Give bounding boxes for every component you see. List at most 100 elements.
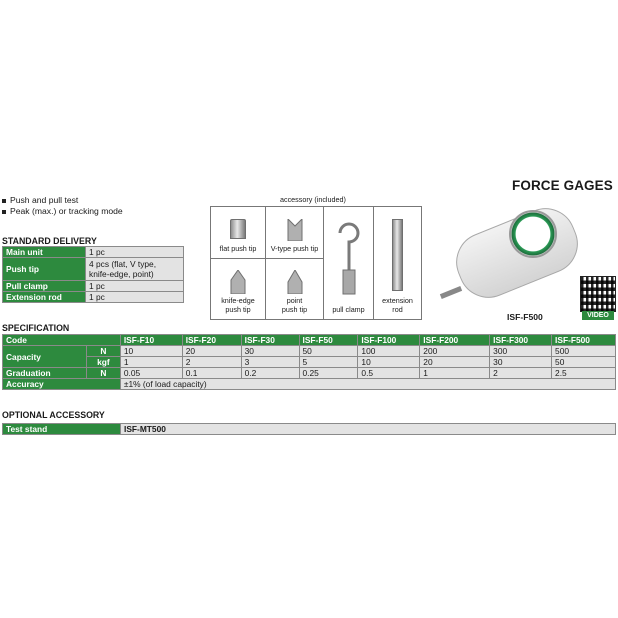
accessory-label: extension	[382, 296, 413, 306]
standard-delivery-title: STANDARD DELIVERY	[2, 236, 97, 246]
v-type-push-tip-icon	[287, 218, 302, 241]
accessory-label: push tip	[225, 304, 251, 314]
video-badge[interactable]: VIDEO	[582, 311, 614, 320]
accessory-name: Test stand	[2, 423, 121, 435]
graduation-value: 0.2	[240, 367, 300, 379]
accessory-label: V-type push tip	[270, 243, 319, 253]
pull-clamp-icon	[338, 222, 359, 295]
capacity-kgf-value: 50	[551, 356, 616, 368]
capacity-kgf-value: 5	[298, 356, 359, 368]
point-push-tip-icon	[287, 270, 302, 295]
capacity-n-value: 100	[357, 345, 421, 357]
graduation-value: 2.5	[551, 367, 616, 379]
accuracy-value: ±1% (of load capacity)	[119, 378, 617, 390]
model-header: ISF-F20	[181, 334, 242, 346]
accessory-label: rod	[392, 304, 403, 314]
accessory-knife-edge-push-tip: knife-edge push tip	[211, 259, 266, 319]
capacity-kgf-value: 20	[419, 356, 491, 368]
unit-label: N	[85, 345, 121, 357]
product-model: ISF-F500	[507, 312, 543, 322]
capacity-kgf-value: 2	[181, 356, 242, 368]
model-header: ISF-F30	[240, 334, 300, 346]
table-row: Extension rod 1 pc	[2, 291, 184, 303]
accuracy-label: Accuracy	[2, 378, 121, 390]
model-header: ISF-F200	[419, 334, 491, 346]
standard-delivery-table: Main unit 1 pc Push tip 4 pcs (flat, V t…	[2, 246, 184, 303]
knife-edge-push-tip-icon	[230, 270, 246, 295]
delivery-label: Push tip	[2, 257, 86, 281]
accessory-flat-push-tip: flat push tip	[211, 207, 266, 259]
bullet-icon	[2, 209, 6, 214]
graduation-value: 2	[489, 367, 553, 379]
capacity-n-value: 10	[119, 345, 183, 357]
gauge-dial-icon	[509, 210, 557, 258]
table-row: Capacity N 10 20 30 50 100 200 300 500	[2, 345, 616, 368]
capacity-kgf-value: 30	[489, 356, 553, 368]
capacity-n-value: 20	[181, 345, 242, 357]
accessory-grid: flat push tip V-type push tip knife-edge…	[210, 206, 422, 320]
accessory-pull-clamp: pull clamp	[324, 207, 374, 319]
graduation-value: 0.1	[181, 367, 242, 379]
page-title: FORCE GAGES	[512, 178, 613, 193]
capacity-n-value: 30	[240, 345, 300, 357]
table-row: Code ISF-F10 ISF-F20 ISF-F30 ISF-F50 ISF…	[2, 334, 616, 346]
feature-text: Push and pull test	[10, 195, 79, 205]
delivery-value: 1 pc	[85, 291, 184, 303]
graduation-value: 0.5	[357, 367, 421, 379]
delivery-value-line: knife-edge, point)	[89, 269, 154, 279]
delivery-label: Extension rod	[2, 291, 86, 303]
optional-accessory-title: OPTIONAL ACCESSORY	[2, 410, 105, 420]
capacity-label: Capacity	[2, 345, 87, 368]
capacity-n-value: 50	[298, 345, 359, 357]
feature-text: Peak (max.) or tracking mode	[10, 206, 123, 216]
specification-table: Code ISF-F10 ISF-F20 ISF-F30 ISF-F50 ISF…	[2, 334, 617, 390]
accessory-caption: accessory (included)	[280, 195, 346, 204]
unit-label: kgf	[85, 356, 121, 368]
code-label: Code	[2, 334, 121, 346]
table-row: Graduation N 0.05 0.1 0.2 0.25 0.5 1 2 2…	[2, 367, 616, 379]
table-row: Accuracy ±1% (of load capacity)	[2, 378, 617, 390]
table-row: Push tip 4 pcs (flat, V type, knife-edge…	[2, 257, 184, 281]
accessory-point-push-tip: point push tip	[266, 259, 324, 319]
capacity-kgf-value: 10	[357, 356, 421, 368]
model-header: ISF-F300	[489, 334, 553, 346]
delivery-value: 1 pc	[85, 246, 184, 258]
specification-title: SPECIFICATION	[2, 323, 70, 333]
capacity-n-value: 300	[489, 345, 553, 357]
delivery-value: 1 pc	[85, 280, 184, 292]
accessory-label: push tip	[281, 304, 308, 314]
feature-item: Push and pull test	[2, 195, 123, 206]
model-header: ISF-F50	[298, 334, 359, 346]
delivery-label: Pull clamp	[2, 280, 86, 292]
accessory-label: knife-edge	[221, 296, 255, 306]
accessory-code: ISF-MT500	[120, 423, 616, 435]
gauge-shaft	[439, 286, 463, 299]
bullet-icon	[2, 198, 6, 203]
feature-item: Peak (max.) or tracking mode	[2, 206, 123, 217]
table-row: Main unit 1 pc	[2, 246, 184, 258]
feature-list: Push and pull test Peak (max.) or tracki…	[2, 195, 123, 217]
capacity-n-value: 500	[551, 345, 616, 357]
accessory-extension-rod: extension rod	[374, 207, 421, 319]
unit-label: N	[85, 367, 121, 379]
graduation-value: 0.25	[298, 367, 359, 379]
delivery-value: 4 pcs (flat, V type, knife-edge, point)	[85, 257, 184, 281]
model-header: ISF-F100	[357, 334, 421, 346]
table-row: Pull clamp 1 pc	[2, 280, 184, 292]
optional-accessory-table: Test stand ISF-MT500	[2, 423, 616, 435]
capacity-n-value: 200	[419, 345, 491, 357]
accessory-v-type-push-tip: V-type push tip	[266, 207, 324, 259]
accessory-label: flat push tip	[219, 243, 257, 253]
capacity-kgf-value: 1	[119, 356, 183, 368]
delivery-value-line: 4 pcs (flat, V type,	[89, 259, 157, 269]
accessory-label: point	[286, 296, 303, 306]
model-header: ISF-F500	[551, 334, 616, 346]
table-row: Test stand ISF-MT500	[2, 423, 616, 435]
graduation-label: Graduation	[2, 367, 87, 379]
qr-code-icon[interactable]	[580, 276, 616, 312]
graduation-value: 0.05	[119, 367, 183, 379]
capacity-kgf-value: 3	[240, 356, 300, 368]
model-header: ISF-F10	[119, 334, 183, 346]
delivery-label: Main unit	[2, 246, 86, 258]
extension-rod-icon	[392, 219, 403, 292]
